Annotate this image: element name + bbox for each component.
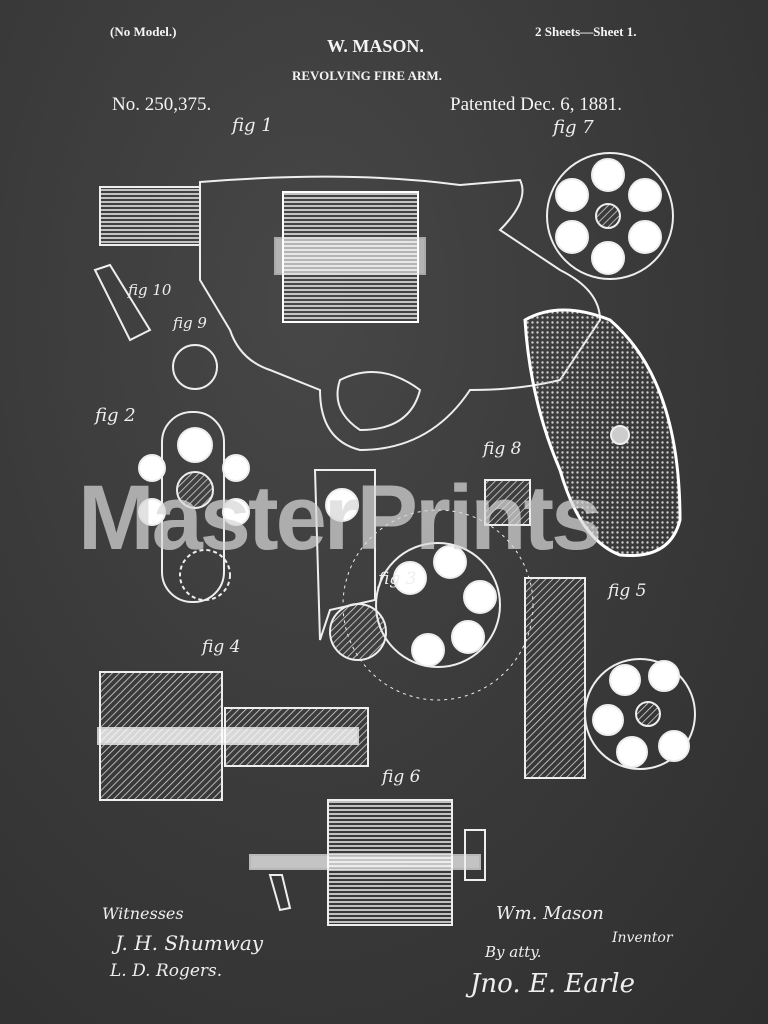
patent-date: Patented Dec. 6, 1881. bbox=[450, 94, 623, 115]
inventor-signature: Wm. Mason bbox=[496, 903, 604, 924]
witness-1-signature: J. H. Shumway bbox=[115, 931, 264, 955]
inventor-label: Inventor bbox=[612, 930, 673, 946]
fig2-label: fig 2 bbox=[95, 405, 136, 426]
witnesses-label: Witnesses bbox=[102, 904, 184, 923]
fig7-label: fig 7 bbox=[553, 117, 594, 138]
patent-number: No. 250,375. bbox=[112, 94, 212, 115]
fig4-section bbox=[97, 671, 369, 801]
sheet-count: 2 Sheets—Sheet 1. bbox=[535, 24, 637, 39]
fig3-cylinder bbox=[313, 469, 534, 701]
fig3-label: fig 3 bbox=[378, 569, 417, 589]
fig1-label: fig 1 bbox=[232, 115, 273, 136]
fig8-part bbox=[484, 479, 531, 526]
fig7-cylinder bbox=[546, 152, 674, 280]
watermark: MasterPrints bbox=[78, 467, 602, 569]
fig6-label: fig 6 bbox=[382, 767, 421, 787]
fig8-label: fig 8 bbox=[483, 439, 522, 459]
fig6-section bbox=[249, 799, 486, 926]
fig5-frame bbox=[524, 577, 696, 779]
model-note: (No Model.) bbox=[110, 24, 177, 39]
attorney-signature: Jno. E. Earle bbox=[470, 969, 636, 999]
fig5-label: fig 5 bbox=[608, 581, 647, 601]
fig10-label: fig 10 bbox=[128, 281, 172, 299]
fig9-label: fig 9 bbox=[173, 314, 207, 332]
inventor-name: W. MASON. bbox=[327, 36, 424, 56]
fig4-label: fig 4 bbox=[202, 637, 241, 657]
fig1-revolver bbox=[93, 175, 682, 558]
witness-2-signature: L. D. Rogers. bbox=[110, 961, 223, 981]
attorney-label: By atty. bbox=[485, 943, 542, 961]
fig2-cylinder bbox=[138, 411, 250, 603]
patent-title: REVOLVING FIRE ARM. bbox=[292, 68, 442, 83]
